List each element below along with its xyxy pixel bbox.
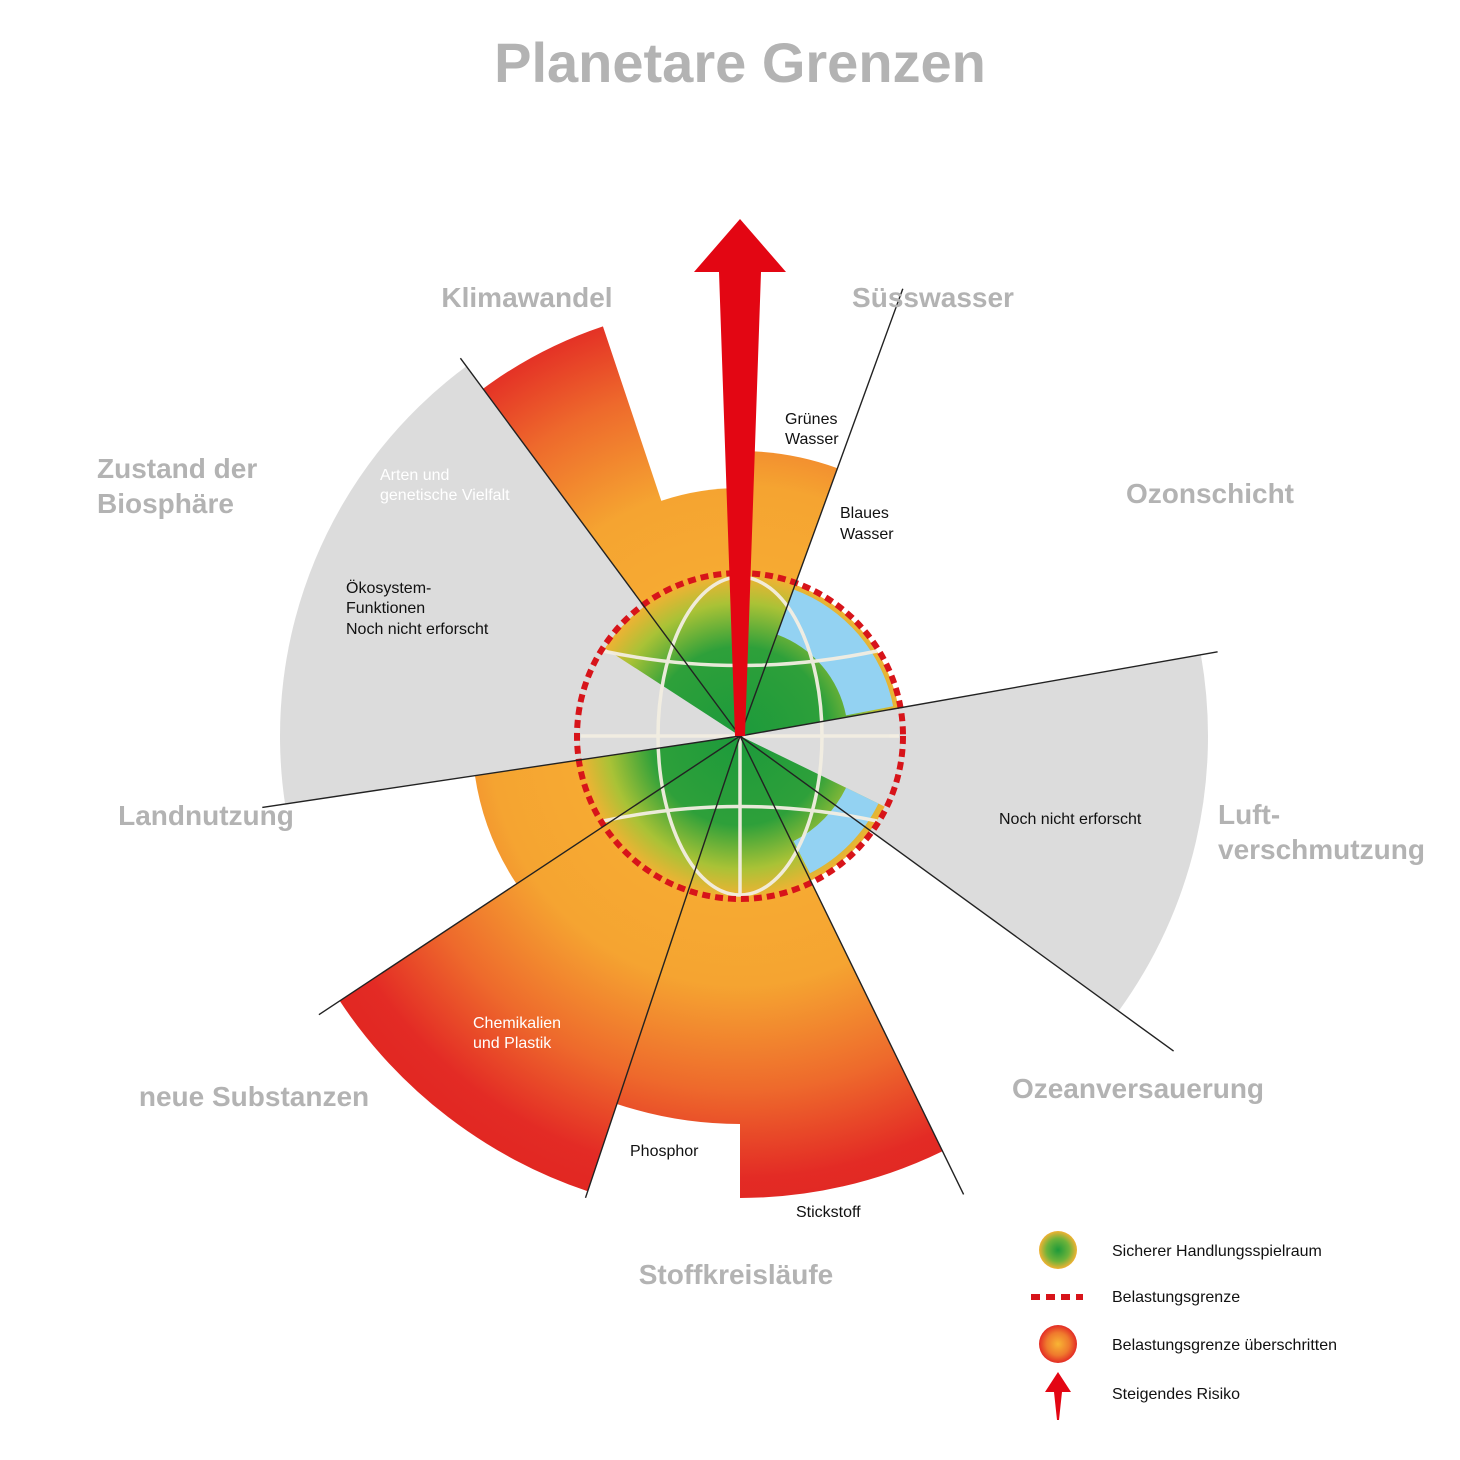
label-gruenes-wasser-1: Grünes xyxy=(785,411,837,428)
sector-ocean-acidification xyxy=(793,787,879,874)
label-gruenes-wasser-2: Wasser xyxy=(785,431,839,448)
label-blaues-wasser-2: Wasser xyxy=(840,526,894,543)
legend-exceeded-swatch xyxy=(1039,1325,1077,1363)
category-luftverschmutzung-2: verschmutzung xyxy=(1218,834,1425,865)
sector-phosphor-unexplored xyxy=(590,1103,740,1206)
sector-divider-line xyxy=(739,288,904,737)
sector-divider-line xyxy=(584,735,741,1199)
category-ozeanversauerung: Ozeanversauerung xyxy=(1012,1073,1264,1104)
label-chemikalien-1: Chemikalien xyxy=(473,1015,561,1032)
sector-divider-line xyxy=(459,357,741,737)
label-luft-unexplored: Noch nicht erforscht xyxy=(999,811,1142,828)
label-phosphor: Phosphor xyxy=(630,1143,699,1160)
category-neue-substanzen: neue Substanzen xyxy=(139,1081,369,1112)
category-stoffkreislaeufe: Stoffkreisläufe xyxy=(639,1259,834,1290)
label-arten-2: genetische Vielfalt xyxy=(380,487,510,504)
sector-divider-line xyxy=(318,735,741,1016)
category-ozonschicht: Ozonschicht xyxy=(1126,478,1294,509)
label-chemikalien-2: und Plastik xyxy=(473,1035,552,1052)
sector-blue-water xyxy=(776,589,894,716)
legend-exceeded-label: Belastungsgrenze überschritten xyxy=(1112,1337,1337,1354)
label-arten-1: Arten und xyxy=(380,467,449,484)
sector-divider-line xyxy=(739,735,965,1195)
category-biosphaere-2: Biosphäre xyxy=(97,488,234,519)
label-oeko-1: Ökosystem- xyxy=(346,579,431,597)
label-stickstoff: Stickstoff xyxy=(796,1204,861,1221)
category-suesswasser: Süsswasser xyxy=(852,282,1014,313)
category-biosphaere-1: Zustand der xyxy=(97,453,257,484)
category-luftverschmutzung-1: Luft- xyxy=(1218,799,1280,830)
sector-divider-line xyxy=(262,735,741,809)
legend-safe-label: Sicherer Handlungsspielraum xyxy=(1112,1243,1322,1260)
legend-risk-arrow-icon xyxy=(1045,1372,1071,1420)
label-oeko-3: Noch nicht erforscht xyxy=(346,621,489,638)
legend-risk-label: Steigendes Risiko xyxy=(1112,1386,1240,1403)
label-oeko-2: Funktionen xyxy=(346,600,425,617)
page-title: Planetare Grenzen xyxy=(494,31,986,94)
category-klimawandel: Klimawandel xyxy=(441,282,612,313)
category-landnutzung: Landnutzung xyxy=(118,800,294,831)
legend-boundary-label: Belastungsgrenze xyxy=(1112,1289,1240,1306)
legend-safe-swatch xyxy=(1039,1231,1077,1269)
legend: Sicherer Handlungsspielraum Belastungsgr… xyxy=(1031,1231,1337,1420)
climate-risk-arrow xyxy=(694,219,786,736)
label-blaues-wasser-1: Blaues xyxy=(840,505,889,522)
sector-divider-line xyxy=(739,735,1175,1052)
sector-divider-line xyxy=(739,651,1218,737)
sector-dividers xyxy=(262,288,1218,1199)
